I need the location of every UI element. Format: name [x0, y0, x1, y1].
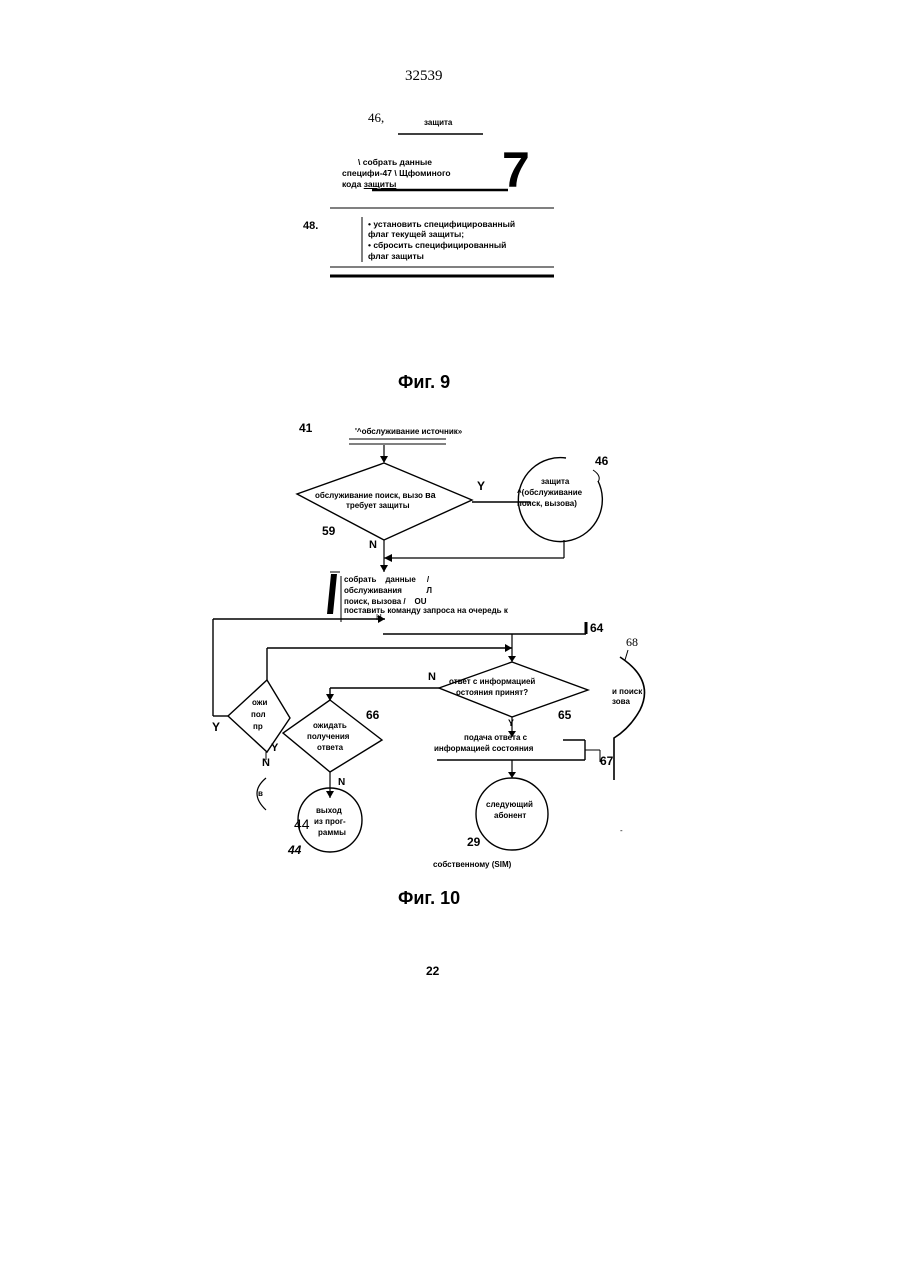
- y-label-66: Y: [271, 742, 278, 754]
- label-66: 66: [366, 708, 379, 722]
- n-label-left: N: [262, 757, 270, 769]
- protect-text-2: ^(обслуживание: [517, 488, 582, 498]
- exit-text-2: из прог-: [314, 817, 346, 827]
- label-59: 59: [322, 524, 335, 538]
- label-64: 64: [590, 621, 603, 635]
- fig10-caption: Фиг. 10: [398, 888, 460, 909]
- label-67: 67: [600, 754, 613, 768]
- left-fragment-text-3: пр: [253, 722, 263, 732]
- protect-text-1: защита: [541, 477, 569, 487]
- send-text-2: информацией состояния: [434, 744, 533, 754]
- tick-mark: -: [620, 826, 623, 836]
- decision-66-text-3: ответа: [317, 743, 343, 753]
- protect-text-3: поиск, вызова): [517, 499, 577, 509]
- right-fragment-text-1: и поиск: [612, 687, 642, 697]
- label-65: 65: [558, 708, 571, 722]
- n-label-59: N: [369, 539, 377, 551]
- y-label-59: Y: [477, 479, 485, 493]
- decision-59-text-1: обслуживание поиск, вызо ва: [315, 490, 436, 501]
- decision-65-text-2: остояния принят?: [456, 688, 528, 698]
- decision-59-text-2: требует защиты: [346, 501, 410, 511]
- exit-text-3: раммы: [318, 828, 346, 838]
- fig10-start-label: '^обслуживание источник»: [355, 427, 462, 437]
- page-number-bottom: 22: [426, 964, 439, 978]
- fig10-label-41: 41: [299, 421, 312, 435]
- decision-65-text-1: ответ с информацией: [449, 677, 535, 687]
- send-text-1: подача ответа с: [464, 733, 527, 743]
- label-44-upper: 44: [294, 816, 310, 832]
- collect-thick-bar: [327, 574, 337, 614]
- collect-text-tail: Н: [376, 613, 382, 623]
- label-29: 29: [467, 835, 480, 849]
- y-label-65: Y: [508, 718, 514, 728]
- next-subscriber-text-1: следующий: [486, 800, 533, 810]
- exit-text-1: выход: [316, 806, 342, 816]
- label-68: 68: [626, 635, 638, 650]
- next-subscriber-text-2: абонент: [494, 811, 526, 821]
- y-label-left: Y: [212, 720, 220, 734]
- decision-66-text-2: получения: [307, 732, 349, 742]
- n-label-66: N: [338, 777, 345, 788]
- n-label-65: N: [428, 671, 436, 683]
- collect-text-2: обслуживания Л: [344, 586, 432, 596]
- collect-text-1: собрать данные /: [344, 575, 429, 585]
- left-fragment-text-2: пол: [251, 710, 266, 720]
- right-fragment-text-2: зова: [612, 697, 630, 707]
- label-44-lower: 44: [288, 843, 301, 857]
- collect-text-4: поставить команду запроса на очередь к: [344, 606, 508, 616]
- right-fragment-shape: [614, 657, 645, 780]
- label-46: 46: [595, 454, 608, 468]
- left-fragment-text-1: ожи: [252, 698, 267, 708]
- decision-66-text-1: ожидать: [313, 721, 347, 731]
- left-circle-fragment: в: [258, 789, 263, 799]
- own-sim-text: собственному (SIM): [433, 860, 511, 870]
